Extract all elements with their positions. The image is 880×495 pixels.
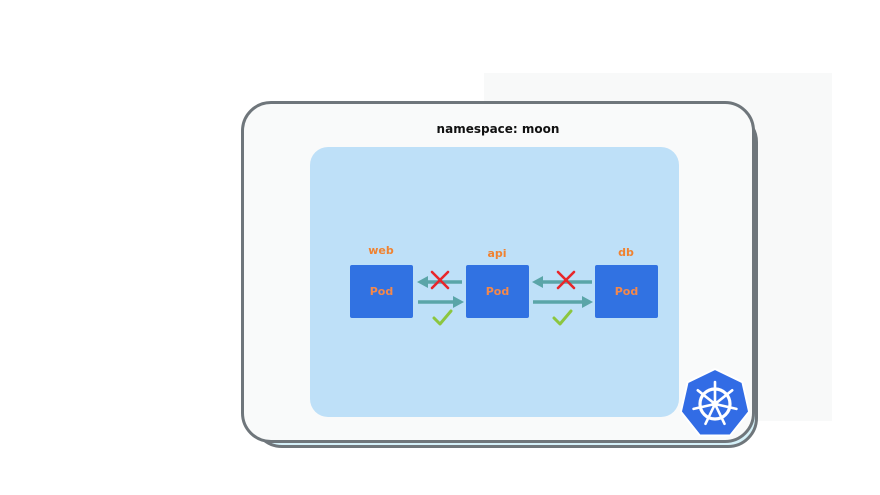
pod-db[interactable]: Pod	[595, 265, 658, 318]
deny-icon	[556, 270, 576, 290]
arrow-web-to-api	[418, 296, 464, 308]
namespace-title: namespace: moon	[436, 122, 560, 136]
pod-web-text: Pod	[369, 285, 394, 298]
pod-label-db: db	[618, 246, 634, 259]
arrow-api-to-web	[417, 276, 462, 288]
kubernetes-logo-icon	[679, 368, 751, 437]
pod-db-text: Pod	[614, 285, 639, 298]
check-icon	[552, 309, 573, 326]
pod-label-web: web	[368, 244, 394, 257]
deny-icon	[430, 270, 450, 290]
arrow-api-to-db	[533, 296, 593, 308]
pod-api[interactable]: Pod	[466, 265, 529, 318]
pod-label-api: api	[487, 247, 507, 260]
pod-web[interactable]: Pod	[350, 265, 413, 318]
pod-api-text: Pod	[485, 285, 510, 298]
check-icon	[432, 309, 453, 326]
